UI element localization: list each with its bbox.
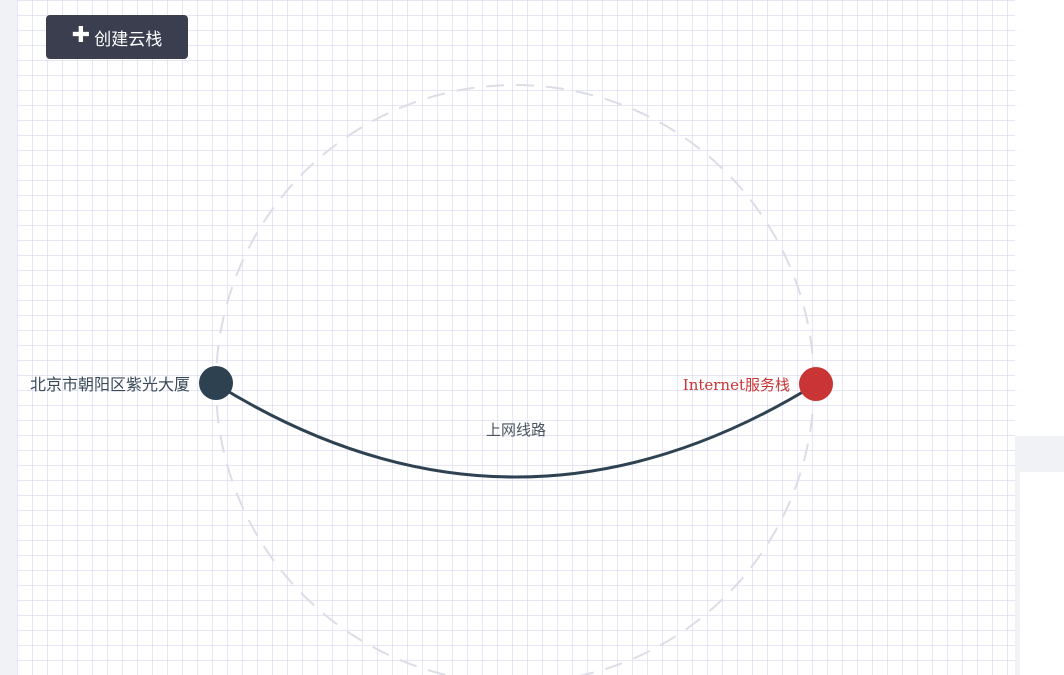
create-stack-label: 创建云栈: [94, 29, 163, 50]
node-beijing[interactable]: [199, 366, 233, 400]
topology-canvas[interactable]: [17, 0, 1015, 675]
side-panel-lower: [1020, 472, 1064, 675]
node-internet[interactable]: [799, 367, 833, 401]
edge-beijing-internet[interactable]: [215, 382, 817, 479]
side-panel: [1015, 0, 1064, 436]
edge-label: 上网线路: [486, 421, 546, 439]
create-stack-button[interactable]: ✚ 创建云栈: [46, 15, 188, 59]
plus-icon: ✚: [71, 22, 91, 48]
node-beijing-label: 北京市朝阳区紫光大厦: [30, 375, 190, 394]
node-internet-label: Internet服务栈: [683, 376, 790, 394]
